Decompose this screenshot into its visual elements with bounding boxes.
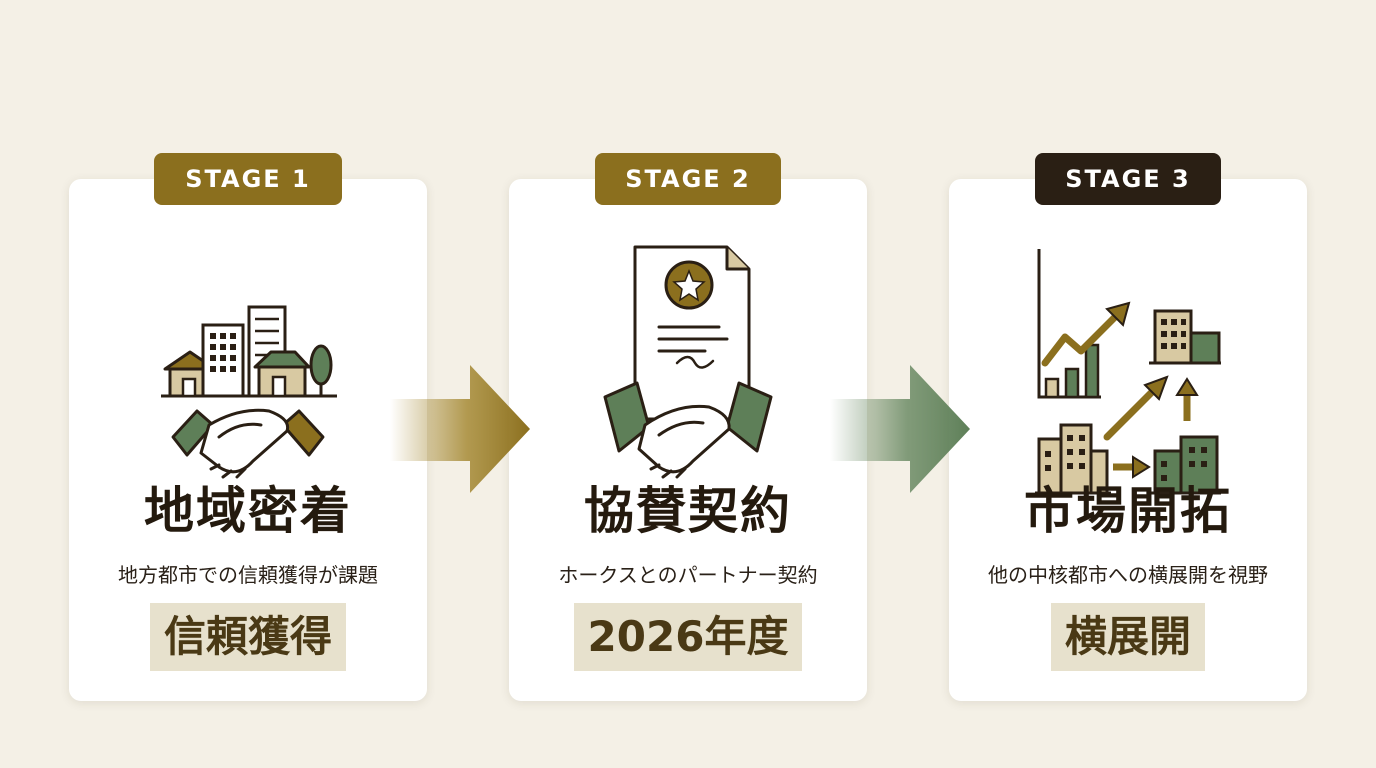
arrow-right-icon bbox=[830, 365, 970, 493]
stage-tag: 横展開 bbox=[1050, 603, 1205, 671]
stage-badge-1: STAGE 1 bbox=[154, 153, 342, 205]
town-handshake-icon bbox=[161, 305, 337, 479]
stage-badge-3: STAGE 3 bbox=[1035, 153, 1221, 205]
stage-badge-2: STAGE 2 bbox=[595, 153, 781, 205]
stage-description: ホークスとのパートナー契約 bbox=[558, 563, 818, 587]
stage-tag: 信頼獲得 bbox=[149, 603, 346, 671]
stage-tag: 2026年度 bbox=[573, 603, 803, 671]
stage-description: 他の中核都市への横展開を視野 bbox=[988, 563, 1268, 587]
stage-card-1: 地域密着 地方都市での信頼獲得が課題 信頼獲得 bbox=[69, 179, 427, 701]
arrow-right-icon bbox=[390, 365, 530, 493]
market-expansion-icon bbox=[1035, 249, 1221, 495]
stage-card-2: 協賛契約 ホークスとのパートナー契約 2026年度 bbox=[509, 179, 867, 701]
stage-card-3: 市場開拓 他の中核都市への横展開を視野 横展開 bbox=[949, 179, 1307, 701]
stage-title: 地域密着 bbox=[144, 481, 352, 540]
stage-description: 地方都市での信頼獲得が課題 bbox=[118, 563, 378, 587]
stage-title: 市場開拓 bbox=[1024, 481, 1232, 540]
stage-title: 協賛契約 bbox=[584, 481, 792, 540]
contract-handshake-icon bbox=[603, 245, 773, 479]
